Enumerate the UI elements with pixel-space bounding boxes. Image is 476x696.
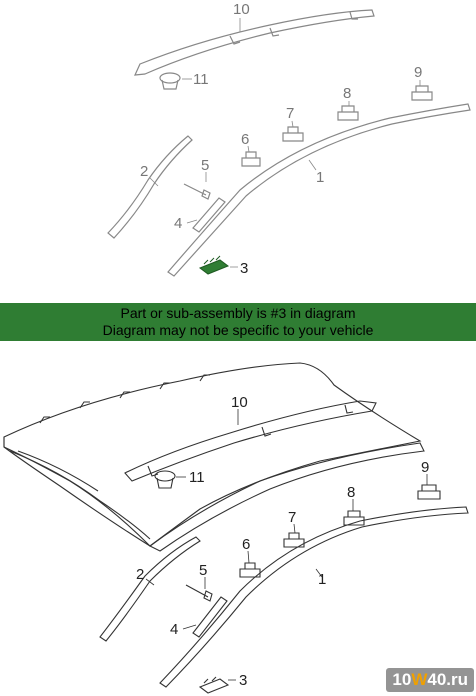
top-diagram-panel: 10 11 1 2 3 4 5 6 7 8 9 — [0, 0, 476, 303]
roof-panel — [3, 362, 422, 547]
top-callout-6: 6 — [241, 131, 249, 148]
callout-3: 3 — [239, 672, 247, 689]
banner-line-1: Part or sub-assembly is #3 in diagram — [120, 305, 356, 321]
part-6-clip — [239, 562, 261, 578]
part-11-clip — [159, 72, 181, 90]
callout-7: 7 — [288, 509, 296, 526]
callout-11: 11 — [189, 469, 205, 486]
part-10-roof-rail — [134, 9, 375, 76]
top-callout-10: 10 — [233, 1, 250, 18]
callout-9: 9 — [421, 459, 429, 476]
top-callout-8: 8 — [343, 85, 351, 102]
part-7-clip — [282, 126, 304, 142]
part-1-molding — [159, 506, 469, 688]
callout-5: 5 — [199, 562, 207, 579]
part-9-clip — [411, 85, 433, 101]
part-4-bracket — [192, 596, 228, 638]
part-3-highlighted — [198, 255, 230, 275]
part-4-bracket — [192, 197, 226, 233]
part-1-molding — [167, 103, 471, 277]
roof-assembly-diagram: 10 11 1 2 3 4 5 6 7 8 9 — [3, 362, 469, 694]
top-callout-5: 5 — [201, 157, 209, 174]
bottom-diagram-panel: 10 11 1 2 3 4 5 6 7 8 9 — [0, 341, 476, 696]
callout-1: 1 — [318, 571, 326, 588]
part-10-roof-rail — [124, 400, 377, 482]
watermark-suffix: 40.ru — [427, 670, 468, 689]
top-callout-4: 4 — [174, 215, 182, 232]
top-callout-7: 7 — [286, 105, 294, 122]
callout-6: 6 — [242, 536, 250, 553]
top-callout-3: 3 — [240, 260, 248, 277]
callout-10: 10 — [231, 394, 248, 411]
part-9-clip — [417, 484, 441, 500]
part-8-clip — [337, 105, 359, 121]
watermark-highlight: W — [411, 670, 428, 689]
part-8-clip — [343, 510, 365, 526]
callout-4: 4 — [170, 621, 178, 638]
part-5-bolt — [185, 584, 213, 602]
top-callout-11: 11 — [193, 71, 209, 88]
part-5-bolt — [183, 183, 211, 200]
top-parts-diagram: 10 11 1 2 3 4 5 6 7 8 9 — [107, 1, 471, 277]
part-6-clip — [241, 151, 261, 167]
part-2-molding — [107, 135, 193, 239]
watermark-prefix: 10 — [392, 670, 412, 689]
site-watermark: 10W40.ru — [386, 668, 474, 692]
part-11-clip — [154, 470, 176, 489]
info-banner: Part or sub-assembly is #3 in diagram Di… — [0, 303, 476, 341]
top-callout-2: 2 — [140, 163, 148, 180]
banner-line-2: Diagram may not be specific to your vehi… — [102, 322, 374, 338]
top-callout-1: 1 — [316, 169, 324, 186]
part-7-clip — [283, 532, 305, 548]
part-2-molding — [99, 536, 201, 642]
part-3 — [198, 676, 230, 694]
callout-8: 8 — [347, 484, 355, 501]
top-callout-9: 9 — [414, 64, 422, 81]
callout-2: 2 — [136, 566, 144, 583]
